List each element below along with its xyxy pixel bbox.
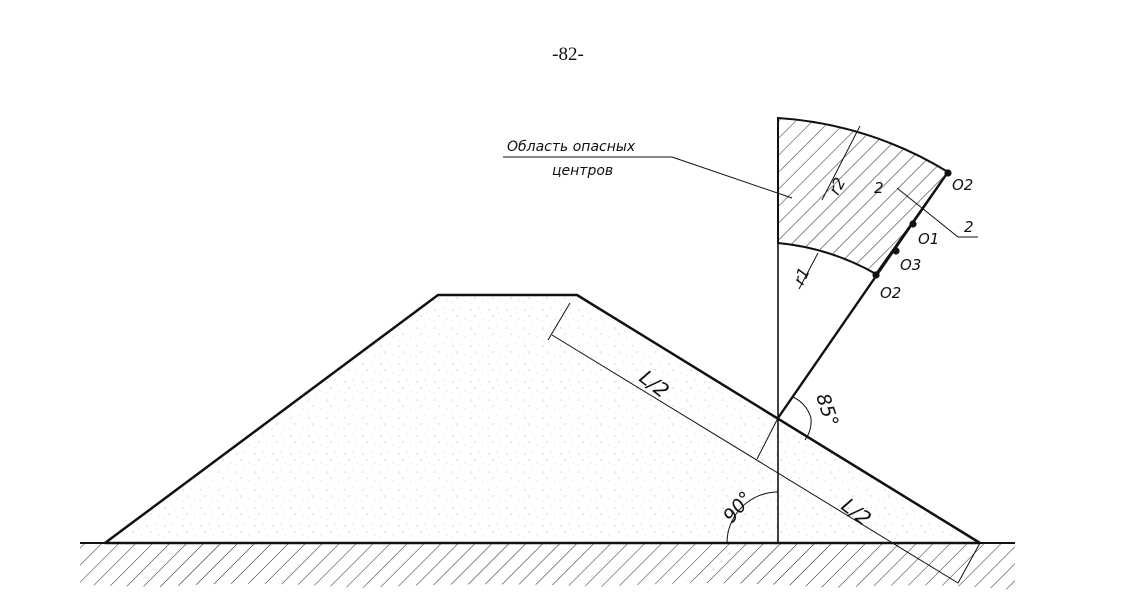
radius-r2-leader: [821, 125, 861, 201]
hazard-area-label-line1: Область опасных: [507, 139, 636, 155]
center-point-o2-bottom: [872, 271, 880, 279]
angle-85-arc: [792, 396, 812, 441]
label-o2-bottom: O2: [880, 284, 901, 302]
label-o1: O1: [918, 230, 939, 248]
radius-r1-label: r1: [789, 264, 813, 287]
label-o2-top: O2: [952, 176, 973, 194]
hazard-area-label-line2: центров: [552, 163, 613, 179]
half-length-dimension: [547, 302, 981, 584]
hazard-label-leader: [503, 156, 793, 199]
ground-hatching: [80, 542, 1015, 590]
page-number: -82-: [552, 44, 584, 65]
label-2-leader: [896, 187, 978, 238]
radius-r1-leader: [798, 252, 819, 290]
center-point-o1: [909, 220, 917, 228]
center-point-o2-top: [944, 169, 952, 177]
centers-ray-line: [777, 171, 949, 419]
label-2-inner: 2: [874, 179, 884, 197]
center-point-o3: [892, 247, 900, 255]
angle-85-label: 85°: [811, 391, 842, 430]
angle-90-arc: [726, 491, 779, 544]
label-o3: O3: [900, 256, 921, 274]
label-2-outer: 2: [964, 218, 974, 236]
radius-r2-label: r2: [825, 174, 850, 198]
hazard-center-area: [777, 116, 950, 276]
embankment-body: [103, 293, 982, 545]
